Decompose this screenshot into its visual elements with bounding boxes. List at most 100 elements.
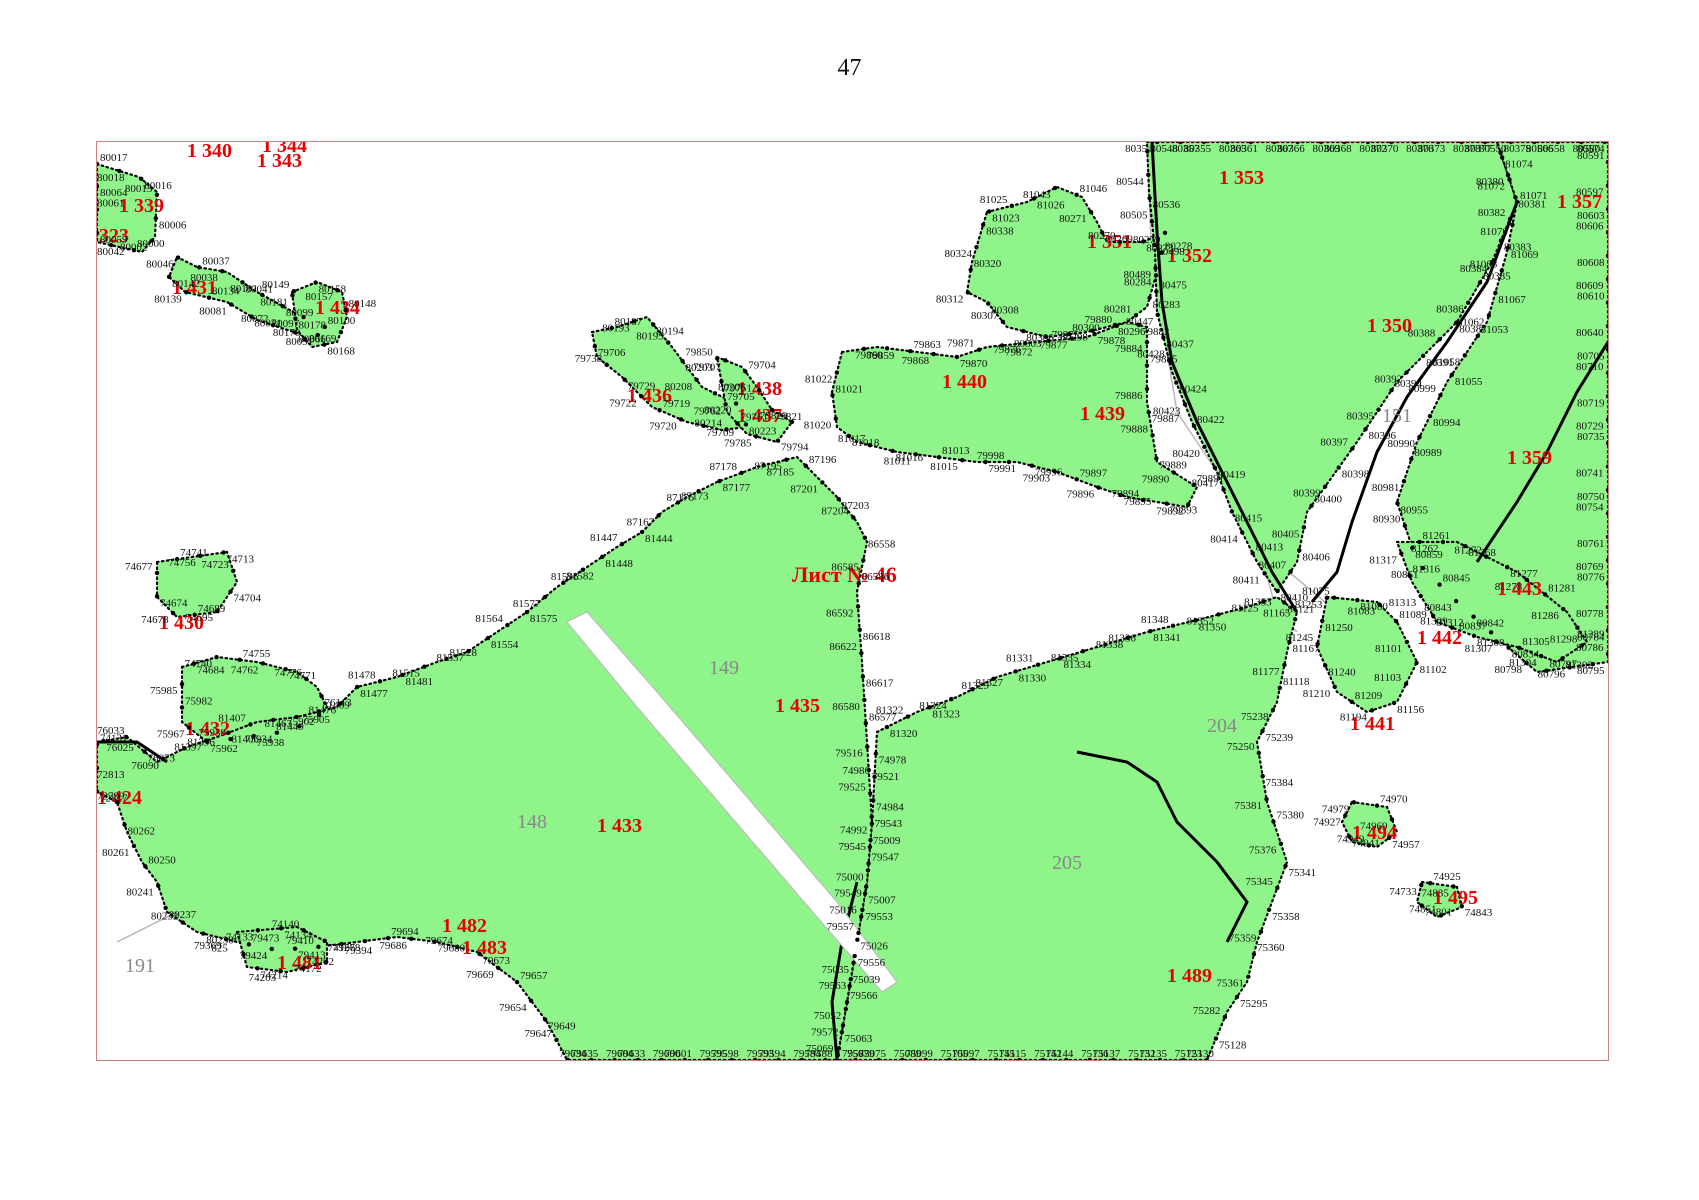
survey-point-dot bbox=[682, 1057, 688, 1060]
survey-point-dot bbox=[970, 687, 975, 692]
survey-point-label: 81330 bbox=[1019, 672, 1047, 684]
survey-point-label: 80384 bbox=[1460, 263, 1488, 275]
survey-point-label: 80306 bbox=[1026, 332, 1054, 344]
survey-point-dot bbox=[1023, 340, 1028, 346]
survey-point-dot bbox=[1204, 1057, 1209, 1060]
survey-point-label: 81481 bbox=[405, 676, 433, 688]
survey-point-dot bbox=[1170, 623, 1176, 628]
survey-point-label: 81596 bbox=[551, 571, 579, 583]
survey-point-label: 79563 bbox=[819, 980, 847, 992]
survey-point-dot bbox=[1404, 639, 1410, 645]
survey-point-dot bbox=[761, 463, 766, 468]
survey-point-dot bbox=[1366, 843, 1372, 848]
survey-point-dot bbox=[876, 1057, 882, 1060]
survey-point-dot bbox=[1092, 331, 1097, 337]
survey-point-dot bbox=[865, 868, 871, 873]
survey-point-label: 79635 bbox=[571, 1048, 599, 1060]
survey-point-label: 80383 bbox=[1504, 242, 1532, 254]
survey-point-dot bbox=[1080, 649, 1086, 654]
survey-point-dot bbox=[1154, 289, 1159, 294]
survey-point-label: 81018 bbox=[852, 437, 880, 449]
survey-point-dot bbox=[271, 717, 276, 723]
survey-point-label: 81013 bbox=[942, 445, 970, 457]
survey-point-dot bbox=[851, 515, 856, 520]
survey-point-dot bbox=[97, 742, 100, 747]
survey-point-label: 79705 bbox=[727, 391, 755, 403]
survey-point-dot bbox=[1386, 835, 1392, 841]
survey-point-dot bbox=[1365, 142, 1371, 145]
survey-point-dot bbox=[204, 738, 209, 743]
survey-point-dot bbox=[1250, 551, 1255, 556]
survey-point-label: 75295 bbox=[1240, 998, 1268, 1010]
survey-point-dot bbox=[1157, 1057, 1163, 1060]
survey-point-label: 81307 bbox=[1465, 643, 1493, 655]
survey-point-dot bbox=[294, 714, 299, 720]
survey-point-dot bbox=[1000, 319, 1006, 325]
survey-point-label: 80278 bbox=[1165, 241, 1193, 253]
survey-point-dot bbox=[1377, 602, 1382, 607]
survey-point-label: 79878 bbox=[1098, 335, 1126, 347]
survey-point-dot bbox=[206, 295, 212, 300]
survey-point-dot bbox=[322, 324, 328, 330]
survey-point-label: 80181 bbox=[260, 296, 288, 308]
survey-point-dot bbox=[97, 230, 100, 236]
survey-point-label: 80261 bbox=[102, 847, 130, 859]
survey-point-dot bbox=[680, 358, 685, 364]
survey-point-dot bbox=[1181, 1057, 1186, 1060]
survey-point-label: 74713 bbox=[226, 554, 254, 566]
survey-point-label: 81444 bbox=[645, 533, 673, 545]
survey-point-dot bbox=[466, 648, 471, 654]
survey-point-dot bbox=[869, 821, 875, 826]
survey-point-dot bbox=[863, 721, 869, 726]
survey-point-label: 79654 bbox=[499, 1002, 527, 1014]
survey-point-dot bbox=[949, 696, 954, 702]
survey-point-label: 80013 bbox=[125, 183, 153, 195]
survey-point-label: 80536 bbox=[1153, 199, 1181, 211]
survey-point-dot bbox=[600, 554, 605, 559]
survey-point-dot bbox=[505, 622, 510, 628]
survey-point-label: 81262 bbox=[1411, 543, 1439, 555]
survey-point-dot bbox=[769, 407, 775, 413]
survey-point-label: 80241 bbox=[126, 887, 154, 899]
survey-point-label: 74969 bbox=[1360, 820, 1388, 832]
survey-point-dot bbox=[201, 931, 206, 936]
survey-point-dot bbox=[1477, 280, 1483, 285]
survey-point-dot bbox=[1292, 617, 1298, 622]
survey-point-dot bbox=[231, 568, 236, 574]
survey-point-dot bbox=[1240, 530, 1245, 535]
survey-point-dot bbox=[1193, 618, 1199, 623]
survey-point-label: 81070 bbox=[1480, 226, 1508, 238]
survey-point-dot bbox=[706, 1057, 711, 1060]
survey-point-dot bbox=[1451, 884, 1456, 889]
survey-point-label: 81476 bbox=[309, 704, 337, 716]
survey-point-label: 80006 bbox=[159, 219, 187, 231]
survey-point-dot bbox=[1517, 645, 1522, 651]
survey-point-label: 80447 bbox=[1126, 316, 1154, 328]
parcel-1442: 1 442 bbox=[1417, 627, 1462, 649]
survey-point-dot bbox=[1186, 502, 1191, 507]
survey-point-dot bbox=[1320, 618, 1325, 624]
survey-point-label: 80407 bbox=[1259, 560, 1287, 572]
survey-point-label: 80386 bbox=[1436, 304, 1464, 316]
survey-point-label: 79633 bbox=[618, 1048, 646, 1060]
survey-point-dot bbox=[542, 594, 548, 600]
survey-point-dot bbox=[1166, 358, 1172, 363]
zone-1359 bbox=[1395, 142, 1608, 674]
survey-point-label: 79601 bbox=[664, 1048, 692, 1060]
survey-point-dot bbox=[1555, 142, 1561, 145]
survey-point-dot bbox=[270, 323, 276, 328]
block-205: 205 bbox=[1052, 852, 1082, 874]
survey-point-label: 80042 bbox=[97, 246, 125, 258]
survey-point-dot bbox=[1417, 434, 1422, 440]
survey-point-label: 79516 bbox=[835, 748, 863, 760]
survey-point-dot bbox=[1052, 469, 1057, 474]
survey-point-dot bbox=[255, 928, 261, 933]
survey-point-label: 80930 bbox=[1373, 514, 1401, 526]
survey-point-dot bbox=[873, 751, 879, 756]
survey-point-dot bbox=[631, 319, 637, 324]
survey-point-label: 79998 bbox=[977, 450, 1005, 462]
survey-point-label: 79634 bbox=[559, 1048, 587, 1060]
survey-point-dot bbox=[1538, 653, 1544, 659]
survey-point-label: 79413 bbox=[298, 950, 326, 962]
survey-point-dot bbox=[980, 222, 986, 227]
